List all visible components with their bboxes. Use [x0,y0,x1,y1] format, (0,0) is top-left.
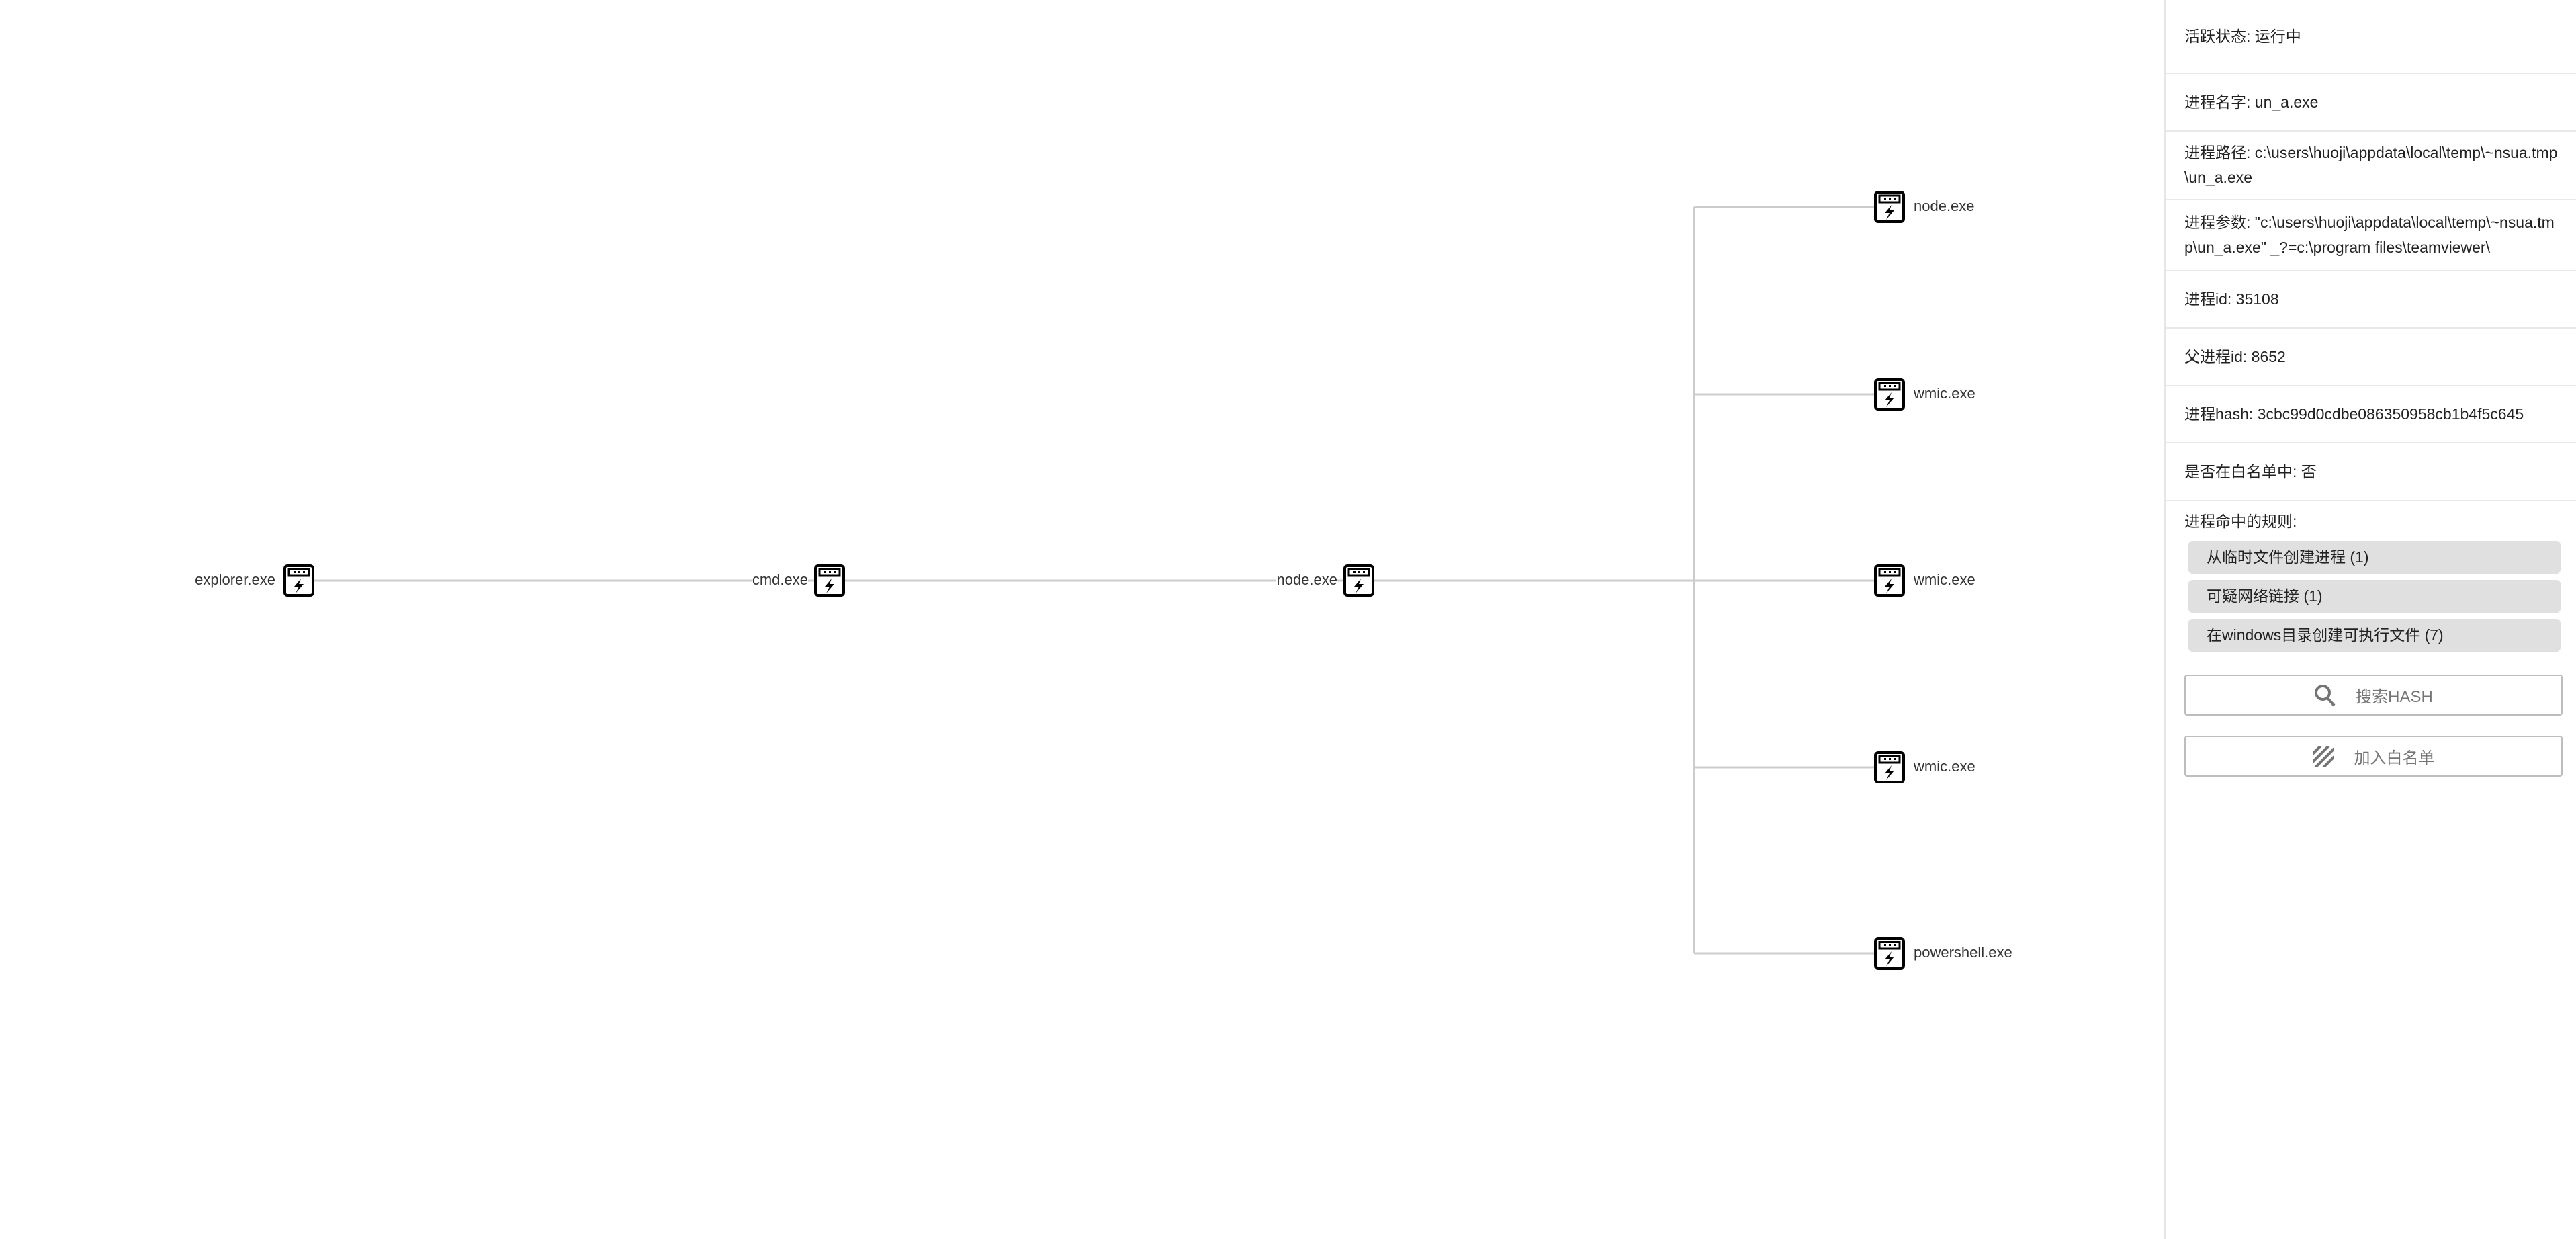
node-label[interactable]: node.exe [1914,198,1975,214]
node-label[interactable]: node.exe [1276,571,1337,589]
search-hash-button[interactable]: 搜索HASH [2184,675,2563,716]
field-active-status: 活跃状态: 运行中 [2166,0,2576,74]
add-whitelist-label: 加入白名单 [2354,749,2435,767]
rule-chip[interactable]: 在windows目录创建可执行文件 (7) [2188,619,2561,652]
field-process-path: 进程路径: c:\users\huoji\appdata\local\temp\… [2166,132,2576,200]
node-label[interactable]: wmic.exe [1914,758,1975,775]
node-label[interactable]: explorer.exe [195,571,275,588]
node-label[interactable]: cmd.exe [752,571,808,589]
whitelist-hatch-icon [2312,745,2334,767]
process-icon[interactable] [1874,564,1905,597]
process-detail-panel: 活跃状态: 运行中 进程名字: un_a.exe 进程路径: c:\users\… [2164,0,2576,1239]
node-label[interactable]: powershell.exe [1914,944,2012,961]
rules-title: 进程命中的规则: [2184,513,2297,530]
node-label[interactable]: wmic.exe [1914,571,1975,588]
node-label[interactable]: wmic.exe [1914,385,1975,402]
process-icon[interactable] [283,564,314,597]
process-icon[interactable] [1874,937,1905,970]
process-icon[interactable] [1343,564,1374,597]
field-process-id: 进程id: 35108 [2166,271,2576,329]
rule-chip[interactable]: 可疑网络链接 (1) [2188,580,2561,613]
process-icon[interactable] [814,564,845,597]
field-process-hash: 进程hash: 3cbc99d0cdbe086350958cb1b4f5c645 [2166,386,2576,443]
search-icon [2315,684,2336,706]
search-hash-label: 搜索HASH [2356,688,2433,706]
field-process-name: 进程名字: un_a.exe [2166,74,2576,132]
rule-chip[interactable]: 从临时文件创建进程 (1) [2188,541,2561,574]
process-icon[interactable] [1874,378,1905,411]
field-parent-id: 父进程id: 8652 [2166,329,2576,386]
process-tree-graph[interactable]: explorer.exe cmd.exe node.exe node.exe wmic.… [0,0,2164,1239]
process-icon[interactable] [1874,751,1905,783]
add-whitelist-button[interactable]: 加入白名单 [2184,736,2563,777]
field-process-args: 进程参数: "c:\users\huoji\appdata\local\temp… [2166,200,2576,271]
field-whitelisted: 是否在白名单中: 否 [2166,443,2576,501]
edges-layer [299,206,1890,955]
rules-section: 进程命中的规则: 从临时文件创建进程 (1) 可疑网络链接 (1) 在windo… [2166,501,2576,777]
process-icon[interactable] [1874,191,1905,223]
